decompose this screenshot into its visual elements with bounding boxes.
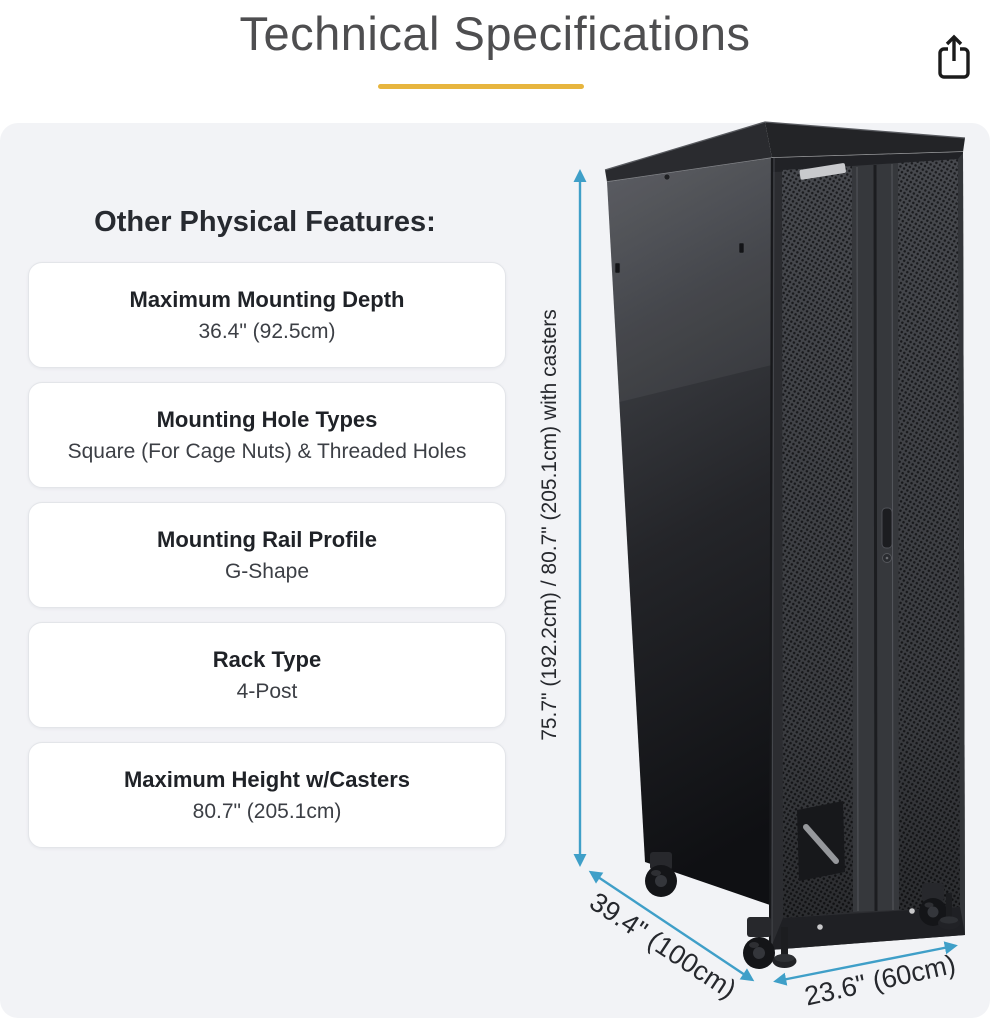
spec-card: Mounting Rail Profile G-Shape — [28, 502, 506, 608]
front-left-door-shade — [782, 166, 853, 918]
vent-highlight — [803, 824, 839, 864]
brand-badge — [799, 163, 846, 180]
spec-card: Maximum Height w/Casters 80.7" (205.1cm) — [28, 742, 506, 848]
page-title: Technical Specifications — [239, 7, 751, 60]
spec-label: Maximum Mounting Depth — [129, 286, 405, 312]
spec-value: G-Shape — [224, 559, 310, 583]
panel-latch — [614, 262, 621, 274]
screw-icon — [663, 173, 671, 181]
share-icon — [938, 34, 970, 79]
width-dimension-arrow — [773, 941, 958, 986]
height-dimension-label: 75.7" (192.2cm) / 80.7" (205.1cm) with c… — [538, 309, 561, 741]
share-button[interactable] — [932, 32, 976, 86]
front-corner-highlight — [771, 157, 775, 951]
caster-front-left — [743, 917, 775, 969]
caster-front-right — [919, 883, 947, 926]
leveling-foot-front-right — [938, 893, 960, 930]
features-heading: Other Physical Features: — [94, 206, 436, 238]
rack-side-panel — [607, 158, 772, 905]
spec-card-list: Maximum Mounting Depth 36.4" (92.5cm) Mo… — [28, 262, 506, 862]
title-underline — [378, 84, 584, 89]
base-screw-icon — [909, 908, 915, 914]
spec-card: Mounting Hole Types Square (For Cage Nut… — [28, 382, 506, 488]
spec-card: Rack Type 4-Post — [28, 622, 506, 728]
spec-value: 4-Post — [236, 679, 298, 703]
keyhole-icon — [885, 556, 889, 560]
spec-label: Mounting Rail Profile — [157, 526, 377, 552]
spec-value: Square (For Cage Nuts) & Threaded Holes — [67, 439, 467, 463]
spec-label: Maximum Height w/Casters — [123, 766, 411, 792]
door-handle — [881, 507, 893, 549]
rack-base — [770, 907, 965, 950]
rack-cabinet — [604, 121, 966, 969]
rack-illustration: 75.7" (192.2cm) / 80.7" (205.1cm) with c… — [538, 121, 966, 1012]
panel-latch — [738, 242, 745, 254]
rack-lid-left — [605, 122, 772, 182]
spec-label: Rack Type — [212, 646, 322, 672]
spec-card: Maximum Mounting Depth 36.4" (92.5cm) — [28, 262, 506, 368]
front-corner-edge — [768, 157, 774, 951]
spec-label: Mounting Hole Types — [156, 406, 378, 432]
depth-dimension-arrow — [588, 870, 755, 982]
depth-dimension-label: 39.4" (100cm) — [584, 886, 741, 1004]
spec-value: 80.7" (205.1cm) — [192, 799, 342, 823]
divider-gap — [873, 164, 878, 912]
rack-lid-edge — [604, 121, 966, 171]
divider-highlight — [856, 166, 859, 912]
divider-highlight — [891, 163, 894, 911]
front-right-door-shade — [898, 159, 960, 910]
width-dimension-label: 23.6" (60cm) — [802, 949, 959, 1012]
side-panel-sheen — [607, 158, 772, 405]
base-screw-icon — [817, 924, 823, 930]
front-right-frame — [958, 153, 965, 933]
rack-lid-front — [765, 122, 965, 158]
spec-value: 36.4" (92.5cm) — [198, 319, 336, 343]
